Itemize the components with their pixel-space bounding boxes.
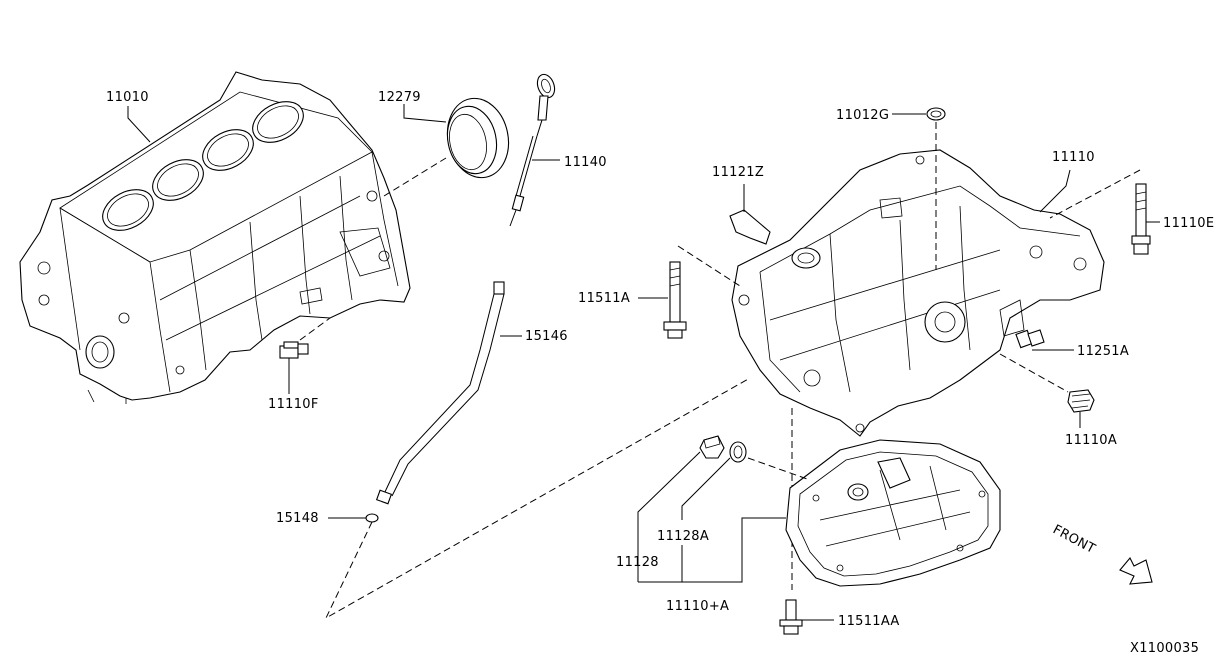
label-11128: 11128 <box>616 555 659 570</box>
leader-11010 <box>127 106 151 143</box>
front-label: FRONT <box>1050 522 1098 557</box>
leader-12279 <box>403 104 447 123</box>
bolt-11110e[interactable] <box>1039 169 1160 255</box>
assembly-guide-line <box>324 377 751 620</box>
label-11251a: 11251A <box>1077 344 1129 359</box>
upper-oil-pan[interactable] <box>731 149 1105 437</box>
rear-oil-seal[interactable] <box>383 93 516 197</box>
diagram-id: X1100035 <box>1130 641 1199 656</box>
label-15148: 15148 <box>276 511 319 526</box>
label-11128a: 11128A <box>657 529 709 544</box>
label-12279: 12279 <box>378 90 421 105</box>
cylinder-block[interactable] <box>19 71 411 404</box>
label-11511a: 11511A <box>578 291 630 306</box>
plug-11110a[interactable] <box>999 353 1095 428</box>
block-bolt-11110f[interactable] <box>279 317 331 394</box>
label-11010: 11010 <box>106 90 149 105</box>
bolt-11251a[interactable] <box>1015 329 1074 351</box>
baffle-plate[interactable] <box>729 184 771 245</box>
label-11012g: 11012G <box>836 108 889 123</box>
label-11110a: 11110A <box>1065 433 1117 448</box>
label-11110: 11110 <box>1052 150 1095 165</box>
drain-plug-washer[interactable] <box>681 441 811 520</box>
drain-plug[interactable] <box>637 435 725 582</box>
oil-level-gauge-guide[interactable] <box>365 281 505 523</box>
pan-bolt-11511aa[interactable] <box>779 599 834 635</box>
label-11140: 11140 <box>564 155 607 170</box>
oil-level-gauge[interactable] <box>509 72 558 227</box>
label-11110e: 11110E <box>1163 216 1214 231</box>
lower-oil-pan[interactable] <box>785 439 1001 587</box>
label-11121z: 11121Z <box>712 165 764 180</box>
front-arrow-icon <box>1119 557 1153 585</box>
plug-11012g[interactable] <box>892 107 946 270</box>
label-11110f: 11110F <box>268 397 319 412</box>
label-11110-plus-a: 11110+A <box>666 599 729 614</box>
label-11511aa: 11511AA <box>838 614 900 629</box>
assembly-bracket <box>638 517 786 583</box>
bolt-11511a[interactable] <box>638 245 741 339</box>
label-15146: 15146 <box>525 329 568 344</box>
